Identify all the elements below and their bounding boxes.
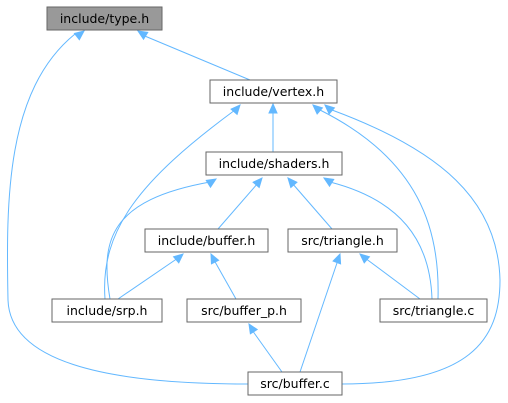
graph-nodes: include/type.h include/vertex.h include/sh… <box>46 6 488 396</box>
node-label: include/srp.h <box>67 303 148 318</box>
node-box[interactable] <box>205 151 343 176</box>
node-box[interactable] <box>209 79 338 104</box>
edge-triangle-c-to-shaders-h <box>329 181 433 300</box>
node-label: src/buffer.c <box>260 376 330 391</box>
node-label: src/buffer_p.h <box>201 303 287 318</box>
node-box[interactable] <box>186 298 302 323</box>
arrowhead <box>73 30 85 41</box>
node-label: include/shaders.h <box>219 156 330 171</box>
node-vertex-h[interactable]: include/vertex.h <box>209 79 338 104</box>
node-triangle-h[interactable]: src/triangle.h <box>287 228 398 253</box>
arrowhead <box>322 177 335 188</box>
node-label: src/triangle.c <box>393 303 475 318</box>
edge-srp-h-to-buffer-h <box>117 257 179 300</box>
node-buffer-c[interactable]: src/buffer.c <box>247 371 343 396</box>
edge-buffer-c-to-triangle-h <box>299 259 339 373</box>
arrowhead <box>359 253 371 264</box>
node-triangle-c[interactable]: src/triangle.c <box>379 298 488 323</box>
edge-buffer-c-to-buffer-p-h <box>251 329 283 373</box>
node-buffer-p-h[interactable]: src/buffer_p.h <box>186 298 302 323</box>
node-srp-h[interactable]: include/srp.h <box>51 298 163 323</box>
arrowhead <box>136 30 149 41</box>
node-box[interactable] <box>287 228 398 253</box>
edge-buffer-h-to-shaders-h <box>217 182 259 230</box>
node-box[interactable] <box>51 298 163 323</box>
node-label: include/type.h <box>60 11 149 26</box>
node-type-h[interactable]: include/type.h <box>46 6 163 31</box>
node-buffer-h[interactable]: include/buffer.h <box>144 228 269 253</box>
arrowhead <box>332 252 342 265</box>
arrowhead <box>252 177 263 189</box>
node-box[interactable] <box>247 371 343 396</box>
edge-vertex-h-to-type-h <box>139 33 251 81</box>
edge-triangle-c-to-triangle-h <box>364 257 421 300</box>
arrowhead <box>210 252 220 265</box>
node-label: include/buffer.h <box>158 233 256 248</box>
arrowhead <box>172 253 184 264</box>
edge-buffer-p-h-to-buffer-h <box>213 259 237 300</box>
node-shaders-h[interactable]: include/shaders.h <box>205 151 343 176</box>
node-label: include/vertex.h <box>223 84 324 99</box>
node-box[interactable] <box>144 228 269 253</box>
arrowhead <box>312 104 324 115</box>
arrowhead <box>268 102 278 114</box>
edge-srp-h-to-shaders-h <box>106 181 211 300</box>
arrowhead <box>287 177 298 189</box>
node-label: src/triangle.h <box>301 233 384 248</box>
edge-buffer-c-to-type-h <box>6 33 249 385</box>
arrowhead <box>230 104 241 116</box>
node-box[interactable] <box>379 298 488 323</box>
edge-triangle-h-to-shaders-h <box>291 182 333 230</box>
edge-triangle-c-to-vertex-h <box>319 109 439 300</box>
edge-buffer-c-to-vertex-h <box>331 109 501 385</box>
arrowhead <box>205 178 218 189</box>
graph-edges <box>6 30 501 385</box>
node-box[interactable] <box>46 6 163 31</box>
arrowhead <box>324 104 336 115</box>
arrowhead <box>248 322 259 335</box>
edge-srp-h-to-vertex-h <box>104 109 236 300</box>
